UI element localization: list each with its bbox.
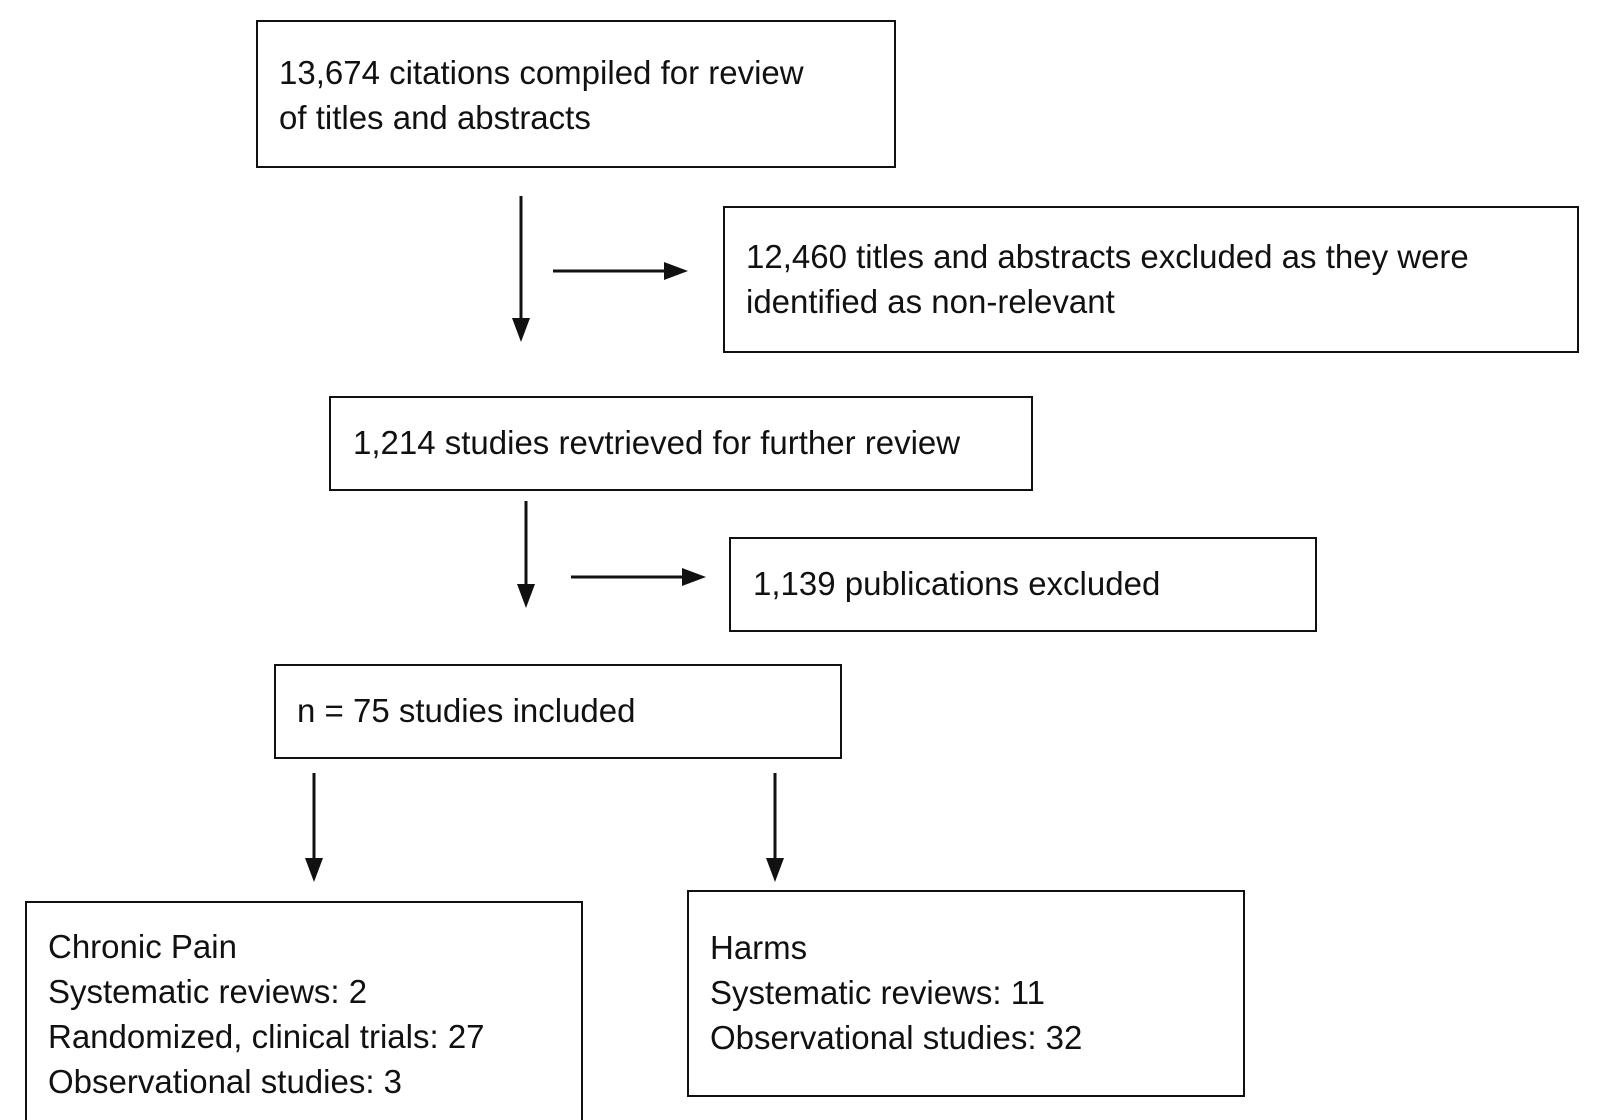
- arrowhead-citations-down: [512, 318, 530, 342]
- excluded-titles-box: 12,460 titles and abstracts excluded as …: [723, 206, 1579, 353]
- chronic-pain-randomized-trials: Randomized, clinical trials: 27: [48, 1018, 485, 1055]
- arrowhead-citations-right: [664, 262, 688, 280]
- excluded-publications-box: 1,139 publications excluded: [729, 537, 1317, 632]
- citations-line-1: 13,674 citations compiled for review: [279, 54, 804, 91]
- harms-systematic-reviews: Systematic reviews: 11: [710, 974, 1045, 1011]
- excluded-titles-line-1: 12,460 titles and abstracts excluded as …: [746, 238, 1469, 275]
- harms-box: Harms Systematic reviews: 11 Observation…: [687, 890, 1245, 1097]
- retrieved-box: 1,214 studies revtrieved for further rev…: [329, 396, 1033, 491]
- chronic-pain-title: Chronic Pain: [48, 928, 237, 965]
- included-box: n = 75 studies included: [274, 664, 842, 759]
- chronic-pain-box: Chronic Pain Systematic reviews: 2 Rando…: [25, 901, 583, 1120]
- arrowhead-included-right-down: [766, 858, 784, 882]
- citations-line-2: of titles and abstracts: [279, 99, 591, 136]
- chronic-pain-systematic-reviews: Systematic reviews: 2: [48, 973, 368, 1010]
- excluded-publications-line-1: 1,139 publications excluded: [753, 565, 1161, 602]
- arrowhead-retrieved-down: [517, 584, 535, 608]
- retrieved-line-1: 1,214 studies revtrieved for further rev…: [353, 424, 961, 461]
- harms-observational-studies: Observational studies: 32: [710, 1019, 1083, 1056]
- chronic-pain-observational-studies: Observational studies: 3: [48, 1063, 403, 1100]
- arrowhead-included-left-down: [305, 858, 323, 882]
- harms-title: Harms: [710, 929, 808, 966]
- excluded-titles-line-2: identified as non-relevant: [746, 283, 1115, 320]
- citations-box: 13,674 citations compiled for review of …: [256, 20, 896, 168]
- included-line-1: n = 75 studies included: [297, 692, 636, 729]
- arrowhead-retrieved-right: [682, 568, 706, 586]
